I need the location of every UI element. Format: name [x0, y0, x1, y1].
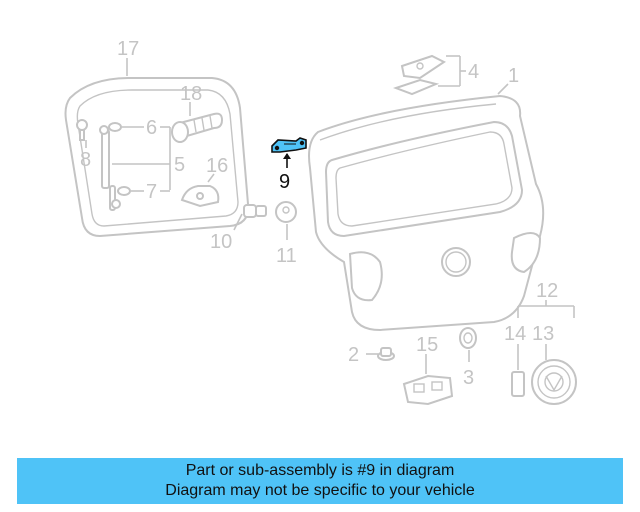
callout-1: 1 — [508, 65, 519, 87]
callout-5: 5 — [174, 154, 185, 176]
callout-7: 7 — [146, 181, 157, 203]
callout-15: 15 — [416, 334, 438, 356]
callout-11: 11 — [276, 245, 297, 267]
socket-11 — [275, 201, 297, 223]
callout-4: 4 — [468, 61, 479, 83]
callout-13: 13 — [532, 323, 554, 345]
parts-diagram: 17 5 6 7 8 18 16 — [64, 38, 577, 406]
callout-8: 8 — [80, 149, 91, 171]
callout-17: 17 — [117, 38, 139, 60]
emblem-3 — [459, 327, 477, 349]
highlighted-part-9[interactable] — [271, 137, 307, 153]
hose-18 — [171, 112, 224, 143]
hinges-4 — [393, 54, 446, 96]
callout-10: 10 — [210, 231, 232, 253]
callout-6: 6 — [146, 117, 157, 139]
tailgate-1 — [308, 94, 545, 332]
clip-2 — [377, 347, 395, 361]
banner-line-1: Part or sub-assembly is #9 in diagram — [185, 462, 455, 479]
callout-14: 14 — [504, 323, 526, 345]
clip-6 — [108, 122, 122, 132]
switch-14 — [511, 371, 525, 397]
callout-18: 18 — [180, 83, 202, 105]
callout-12: 12 — [536, 280, 558, 302]
lock-15 — [402, 374, 454, 406]
info-banner: Part or sub-assembly is #9 in diagram Di… — [17, 458, 623, 504]
lamp-10 — [243, 204, 267, 218]
gas-strut-5 — [99, 125, 121, 211]
callout-3: 3 — [463, 367, 474, 389]
callout-9[interactable]: 9 — [279, 171, 290, 193]
callout-2: 2 — [348, 344, 359, 366]
callout-16: 16 — [206, 155, 228, 177]
handle-assembly-13 — [531, 359, 577, 405]
bolt-8 — [76, 119, 88, 141]
banner-line-2: Diagram may not be specific to your vehi… — [165, 482, 475, 499]
bracket-16 — [180, 185, 220, 208]
clip-7 — [117, 186, 131, 196]
